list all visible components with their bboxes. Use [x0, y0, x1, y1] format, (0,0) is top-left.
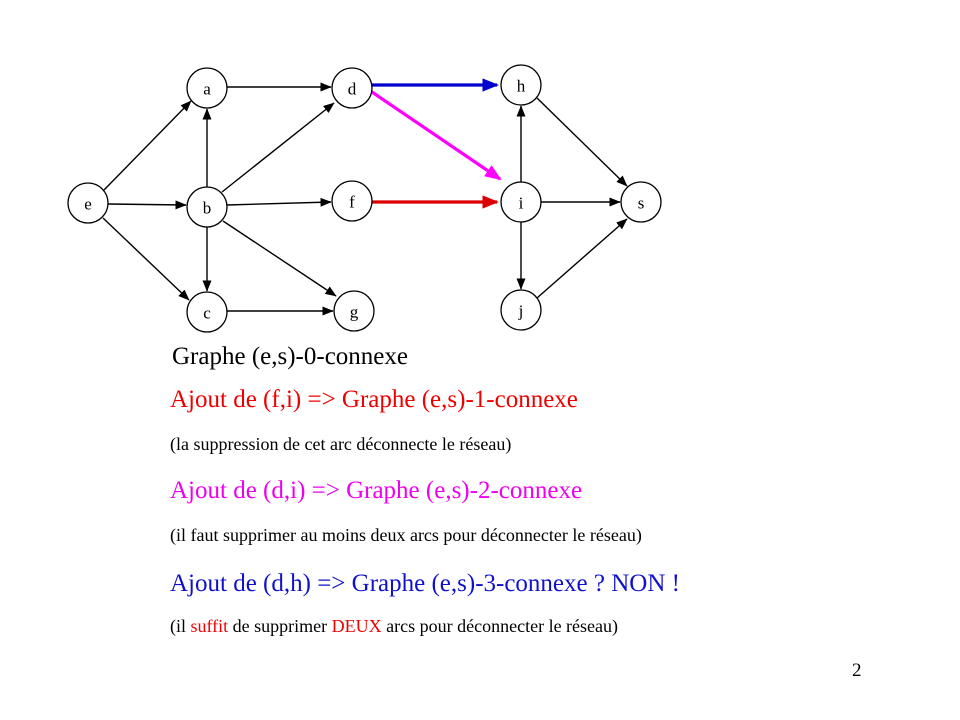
edge-b-f	[226, 197, 332, 207]
edge-e-b	[107, 200, 187, 210]
node-label-h: h	[517, 77, 526, 96]
edge-b-d	[221, 102, 335, 193]
note-3-part-1: (il	[170, 616, 191, 636]
caption-note-1: (la suppression de cet arc déconnecte le…	[170, 434, 512, 454]
note-3-part-3: arcs pour déconnecter le réseau)	[381, 616, 619, 636]
caption-note-2: (il faut supprimer au moins deux arcs po…	[170, 525, 642, 545]
node-j[interactable]: j	[500, 289, 542, 331]
edge-e-c	[102, 217, 190, 301]
edge-e-a	[103, 100, 192, 191]
node-label-b: b	[203, 199, 212, 218]
node-group: e a b c d f g	[67, 64, 662, 333]
node-label-i: i	[519, 194, 524, 213]
node-label-s: s	[638, 194, 645, 213]
node-label-g: g	[350, 303, 359, 322]
node-c[interactable]: c	[186, 291, 228, 333]
edge-group-colored	[368, 78, 502, 209]
node-s[interactable]: s	[620, 181, 662, 223]
caption-note-3: (il suffit de supprimer DEUX arcs pour d…	[170, 616, 618, 637]
caption-add-fi: Ajout de (f,i) => Graphe (e,s)-1-connexe	[170, 386, 578, 413]
edge-h-s	[536, 97, 628, 187]
node-i[interactable]: i	[500, 181, 542, 223]
caption-graph-title: Graphe (e,s)-0-connexe	[172, 343, 408, 370]
node-label-d: d	[348, 80, 357, 99]
edge-group-black	[102, 82, 628, 316]
edge-b-g	[222, 220, 337, 297]
node-h[interactable]: h	[500, 64, 542, 106]
node-b[interactable]: b	[186, 186, 228, 228]
note-3-part-2: de supprimer	[228, 616, 332, 636]
page-number: 2	[852, 660, 862, 681]
node-d[interactable]: d	[331, 67, 373, 109]
node-label-c: c	[203, 304, 211, 323]
node-label-e: e	[84, 195, 92, 214]
note-3-highlight-deux: DEUX	[331, 616, 382, 636]
note-3-highlight-suffit: suffit	[190, 616, 229, 636]
edge-j-s	[536, 218, 628, 299]
node-e[interactable]: e	[67, 182, 109, 224]
node-a[interactable]: a	[186, 67, 228, 109]
node-g[interactable]: g	[333, 290, 375, 332]
edge-d-i-magenta	[368, 88, 502, 181]
node-label-f: f	[349, 193, 355, 212]
node-label-j: j	[518, 302, 524, 321]
caption-add-di: Ajout de (d,i) => Graphe (e,s)-2-connexe	[170, 477, 583, 504]
node-f[interactable]: f	[331, 180, 373, 222]
network-graph-diagram: e a b c d f g	[67, 64, 662, 333]
node-label-a: a	[203, 80, 211, 99]
caption-add-dh: Ajout de (d,h) => Graphe (e,s)-3-connexe…	[170, 570, 680, 597]
